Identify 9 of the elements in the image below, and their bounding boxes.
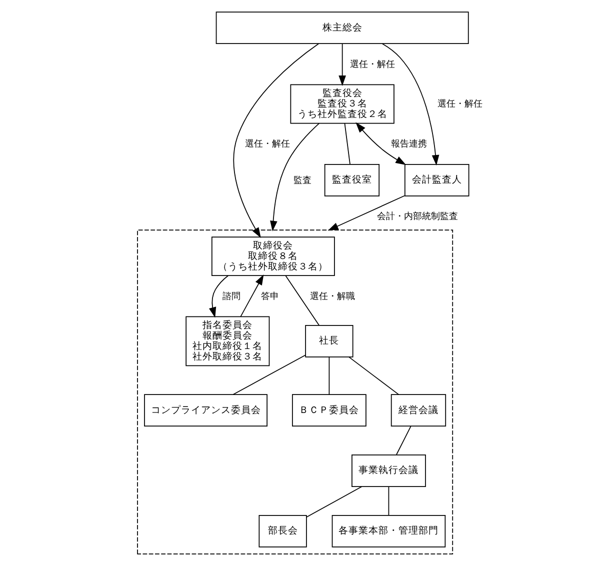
edge-label: 監査	[294, 176, 312, 186]
edge-label: 選任・解任	[438, 100, 483, 110]
edge-label: 答申	[261, 292, 280, 302]
edge-label: 選任・解任	[350, 60, 396, 70]
edge-label: 諮問	[222, 292, 241, 302]
edge-label: 報告連携	[390, 139, 427, 150]
edge-label: 選任・解職	[310, 292, 355, 302]
edge-label: 会計・内部統制監査	[376, 212, 458, 222]
edge-label: 選任・解任	[245, 139, 290, 150]
